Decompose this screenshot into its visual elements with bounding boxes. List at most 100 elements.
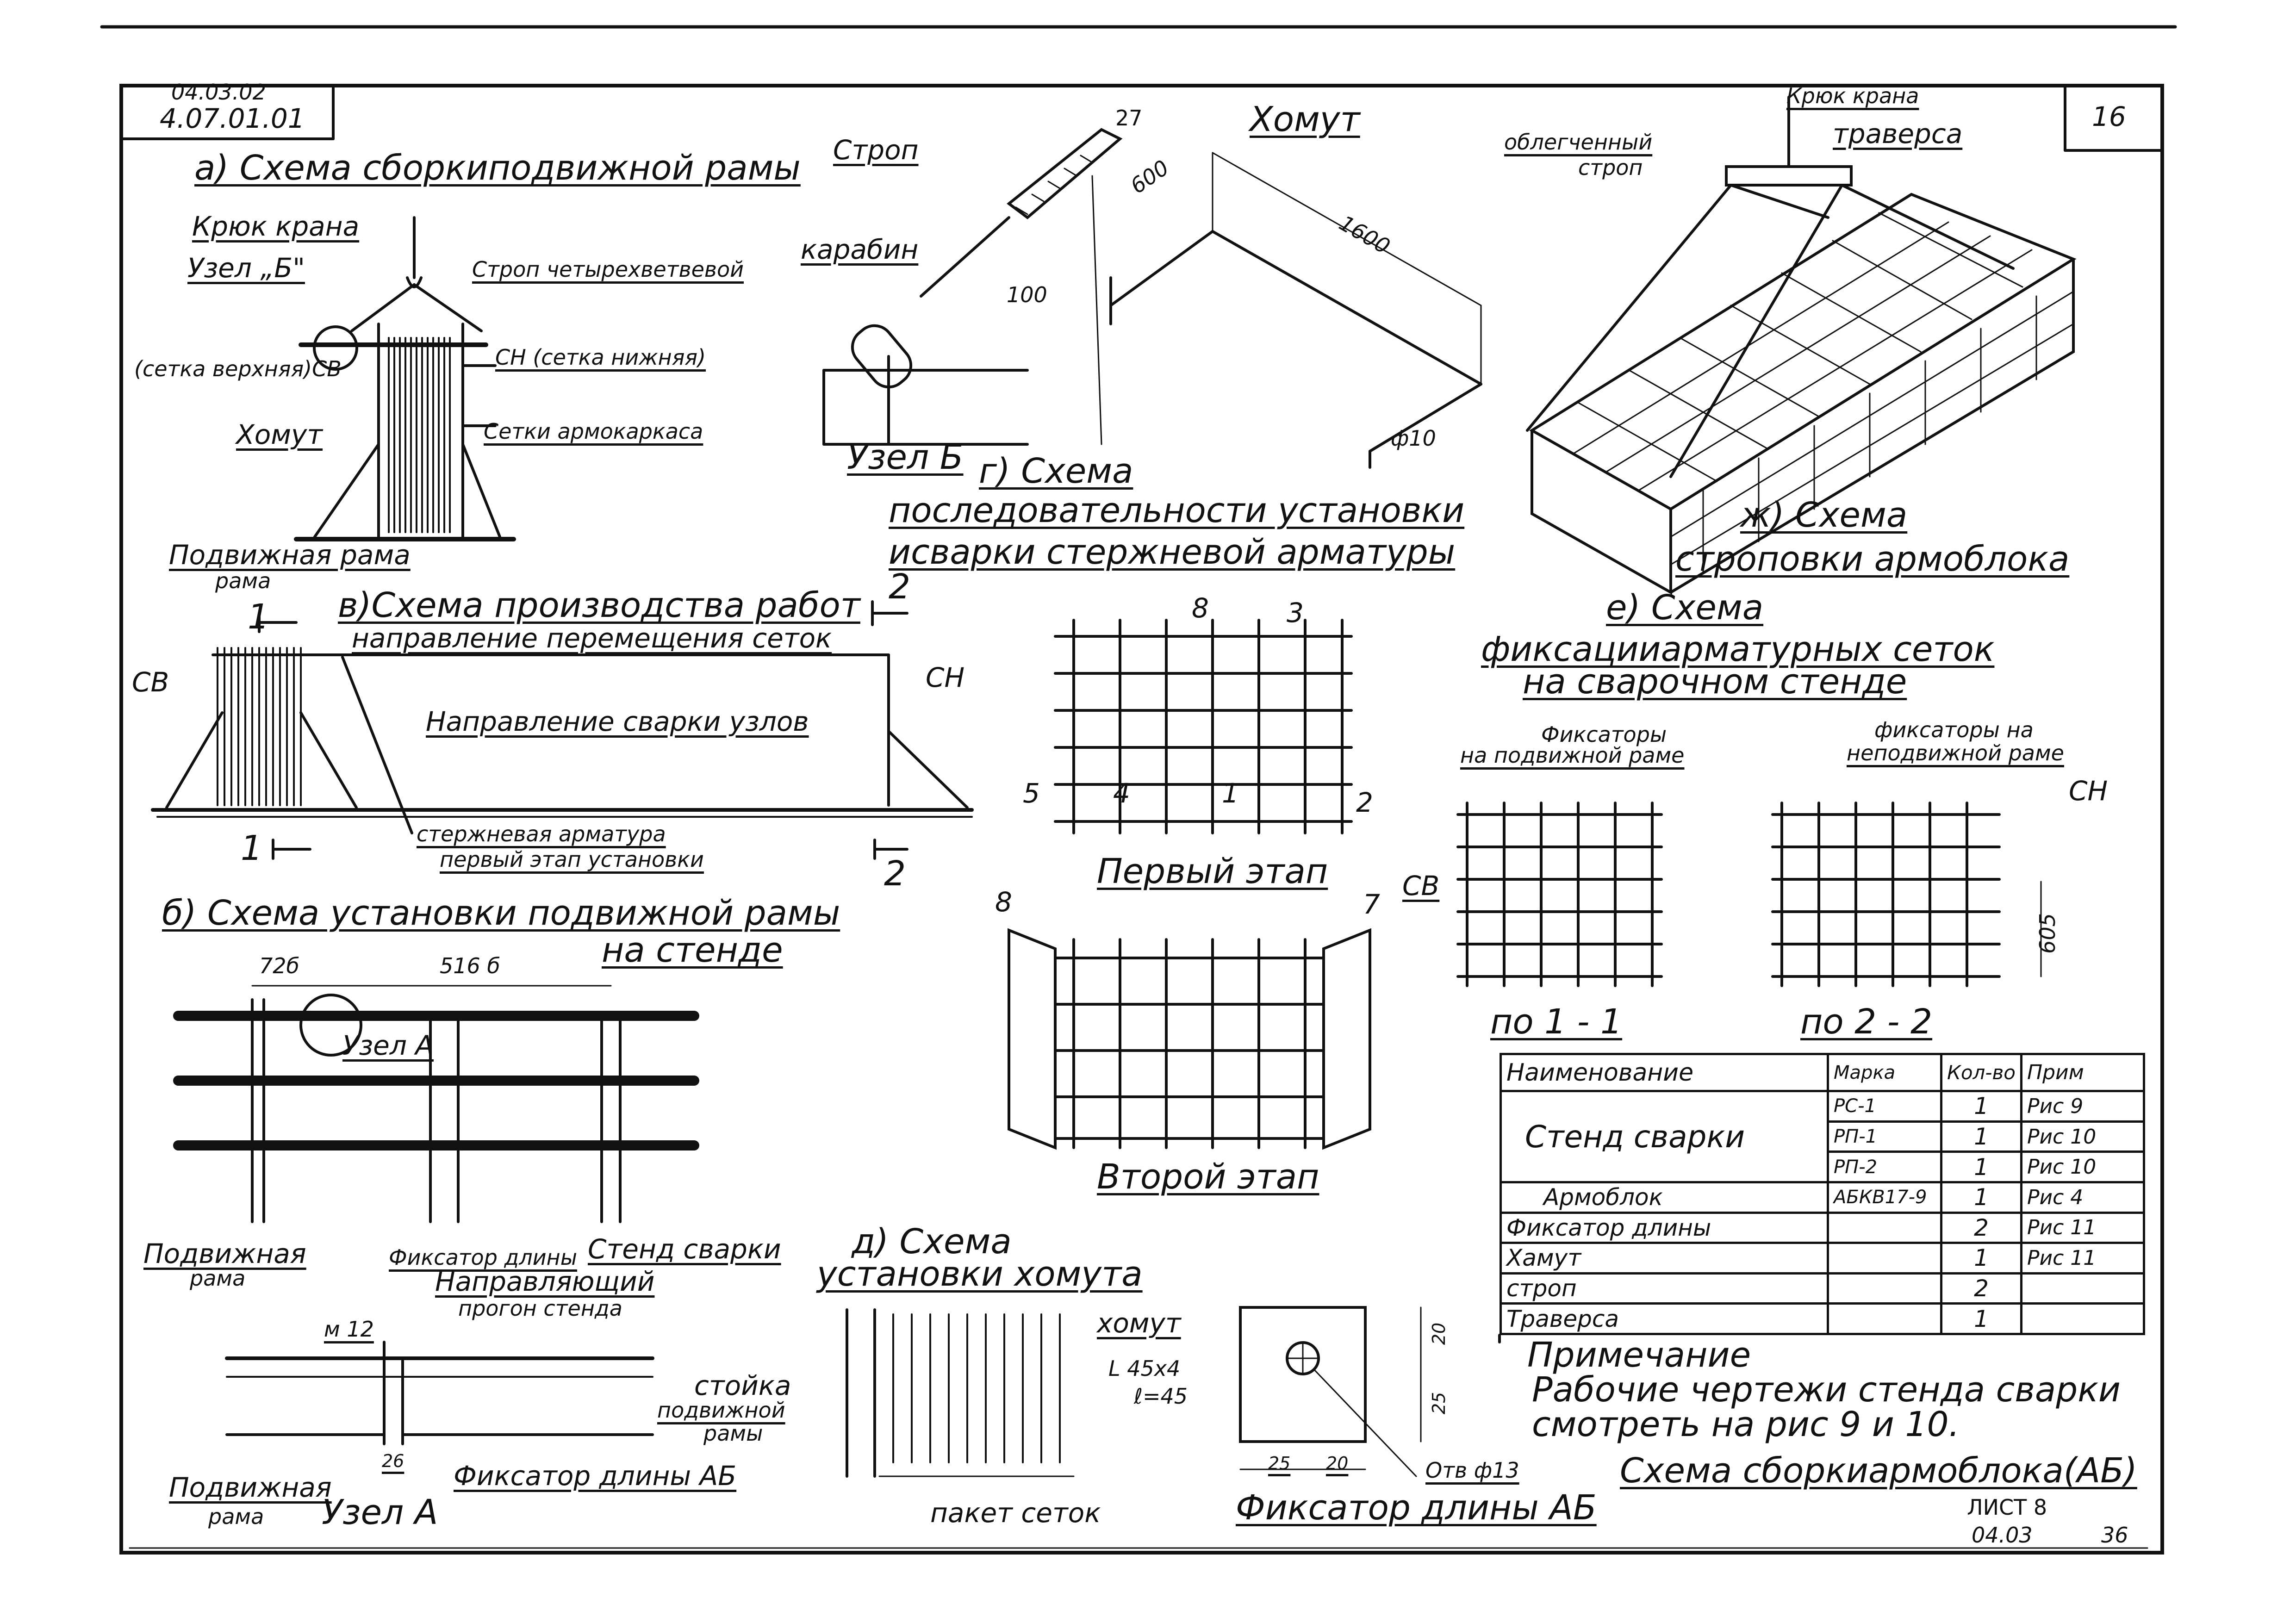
spec-cell-note — [2020, 1272, 2145, 1305]
section-1-1: по 1 - 1 — [1490, 1002, 1623, 1042]
dim-26: 26 — [382, 1451, 404, 1471]
spec-cell-note: Рис 4 — [2020, 1181, 2145, 1214]
node-b-ref: Узел „Б" — [187, 252, 305, 284]
stage1-title: Первый этап — [1097, 852, 1328, 891]
dim-25-vertical: 25 — [1429, 1392, 1450, 1415]
guide-label-1: Направляющий — [435, 1266, 655, 1297]
stage2-title: Второй этап — [1097, 1157, 1319, 1197]
spec-table: Наименование Марка Кол-во Прим Стенд сва… — [1499, 1052, 2145, 1335]
stage-1-grid — [1054, 619, 1353, 834]
panel-b-frame-label: Подвижная — [143, 1238, 306, 1269]
spec-cell-name: Хамут — [1499, 1242, 1829, 1275]
spec-header-note: Прим — [2020, 1052, 2145, 1093]
spec-cell-mark — [1827, 1242, 1943, 1275]
panel-e-sn: СН — [2069, 775, 2108, 807]
sling-4-label: Строп четырехветвевой — [472, 257, 744, 282]
mesh-pack-label: пакет сеток — [930, 1497, 1101, 1529]
stage-2-grid — [1008, 928, 1371, 1150]
hook-label: Крюк крана — [192, 211, 360, 242]
fixers-movable-2: на подвижной раме — [1460, 743, 1685, 768]
spec-cell-note: Рис 11 — [2020, 1242, 2145, 1275]
spec-cell-mark: РС-1 — [1827, 1090, 1943, 1123]
panel-b-drawing — [173, 985, 699, 1223]
sheet-title: Схема сборкиармоблока(АБ) — [1620, 1451, 2137, 1491]
sling-label: Строп — [833, 134, 919, 166]
node-a-title: Узел А — [322, 1492, 438, 1532]
fixers-fixed-2: неподвижной раме — [1847, 740, 2064, 765]
panel-g-title-1: г) Схема — [979, 451, 1133, 491]
spec-cell-mark: РП-1 — [1827, 1120, 1943, 1153]
node-a-ref: Узел А — [342, 1030, 434, 1061]
fixers-movable-1: Фиксаторы — [1541, 722, 1667, 747]
panel-e-title-3: на сварочном стенде — [1523, 662, 1907, 702]
spec-cell-qty: 2 — [1940, 1211, 2022, 1244]
spec-cell-mark: АБКВ17-9 — [1827, 1181, 1943, 1214]
panel-d-title-1: д) Схема — [852, 1222, 1012, 1262]
node-b-drawing — [822, 128, 1123, 446]
panel-a-title: а) Схема сборкиподвижной рамы — [194, 148, 801, 188]
dim-72b: 72б — [259, 953, 299, 978]
table-row: Фиксатор длины 2 Рис 11 — [1499, 1211, 2145, 1244]
rebar-label-1: стержневая арматура — [417, 821, 666, 846]
guide-label-2: прогон стенда — [458, 1296, 622, 1321]
table-row: РП-2 1 Рис 10 — [1501, 1150, 2145, 1183]
traverse-label: траверса — [1833, 118, 1963, 149]
spec-cell-mark: РП-2 — [1827, 1150, 1943, 1183]
panel-b-frame-label-2: рама — [190, 1266, 246, 1291]
panel-d-clamp: хомут — [1097, 1307, 1181, 1339]
table-row: строп 2 — [1499, 1272, 2145, 1305]
spec-cell-qty: 1 — [1940, 1120, 2022, 1153]
clamp-drawing — [1091, 152, 1482, 469]
sn-mark: СН — [926, 662, 965, 693]
clamp-title: Хомут — [1250, 99, 1360, 139]
panel-b-stand-label: Стенд сварки — [588, 1233, 781, 1265]
carabiner-label: карабин — [801, 234, 919, 265]
panel-v-direction: направление перемещения сеток — [352, 622, 832, 654]
panel-g-title-3: исварки стержневой арматуры — [889, 532, 1456, 572]
node-a-frame-2: рама — [208, 1504, 264, 1529]
table-row: Траверса 1 — [1499, 1302, 2145, 1335]
panel-g-title-2: последовательности установки — [889, 491, 1465, 530]
zh-hook-label: Крюк крана — [1786, 83, 1919, 108]
dim-dia: ф10 — [1391, 426, 1436, 451]
rebar-label-2: первый этап установки — [440, 847, 704, 872]
spec-cell-name: Стенд сварки — [1499, 1090, 1829, 1183]
angle-length: ℓ=45 — [1134, 1384, 1188, 1409]
panel-e-sv: СВ — [1402, 870, 1440, 902]
note-title: Примечание — [1527, 1335, 1751, 1375]
bottom-number: 36 — [2101, 1523, 2128, 1548]
spec-cell-qty: 2 — [1940, 1272, 2022, 1305]
sheet-corner-number: 16 — [2092, 101, 2126, 132]
fixers-fixed-1: фиксаторы на — [1874, 717, 2034, 742]
panel-a-drawing — [294, 216, 516, 541]
node-b-title: Узел Б — [847, 437, 964, 477]
hole-label: Отв ф13 — [1425, 1458, 1519, 1483]
table-row: Стенд сварки РС-1 1 Рис 9 — [1499, 1090, 2145, 1183]
node-a-frame-1: Подвижная — [169, 1472, 332, 1503]
bottom-code: 04.03 — [1972, 1523, 2033, 1548]
spec-cell-note — [2020, 1302, 2145, 1335]
spec-header-mark: Марка — [1827, 1052, 1943, 1093]
spec-cell-name: Армоблок — [1499, 1181, 1829, 1214]
spec-cell-mark — [1827, 1302, 1943, 1335]
rack-label-1: стойка — [694, 1370, 791, 1401]
panel-e-grids — [1456, 802, 2042, 987]
movable-frame-label-2: рама — [215, 568, 271, 593]
dim-20-horizontal: 20 — [1326, 1453, 1349, 1474]
spec-cell-mark — [1827, 1272, 1943, 1305]
dim-25-horizontal: 25 — [1268, 1453, 1291, 1474]
node-a-drawing — [225, 1341, 654, 1445]
panel-b-title-2: на стенде — [602, 930, 783, 970]
light-sling-label-1: облегченный — [1504, 130, 1653, 155]
table-row: Армоблок АБКВ17-9 1 Рис 4 — [1499, 1181, 2145, 1214]
page-number: 27 — [1115, 106, 1143, 131]
stage1-num-4: 4 — [1113, 777, 1130, 809]
dim-20-vertical: 20 — [1429, 1322, 1450, 1345]
panel-e-title-1: е) Схема — [1606, 588, 1764, 628]
spec-header-qty: Кол-во — [1940, 1052, 2022, 1093]
panel-e-title-2: фиксацииарматурных сеток — [1481, 629, 1995, 669]
dim-100: 100 — [1007, 282, 1047, 307]
node-a-fixer-label: Фиксатор длины АБ — [454, 1460, 737, 1492]
section-2-2: по 2 - 2 — [1800, 1002, 1933, 1042]
